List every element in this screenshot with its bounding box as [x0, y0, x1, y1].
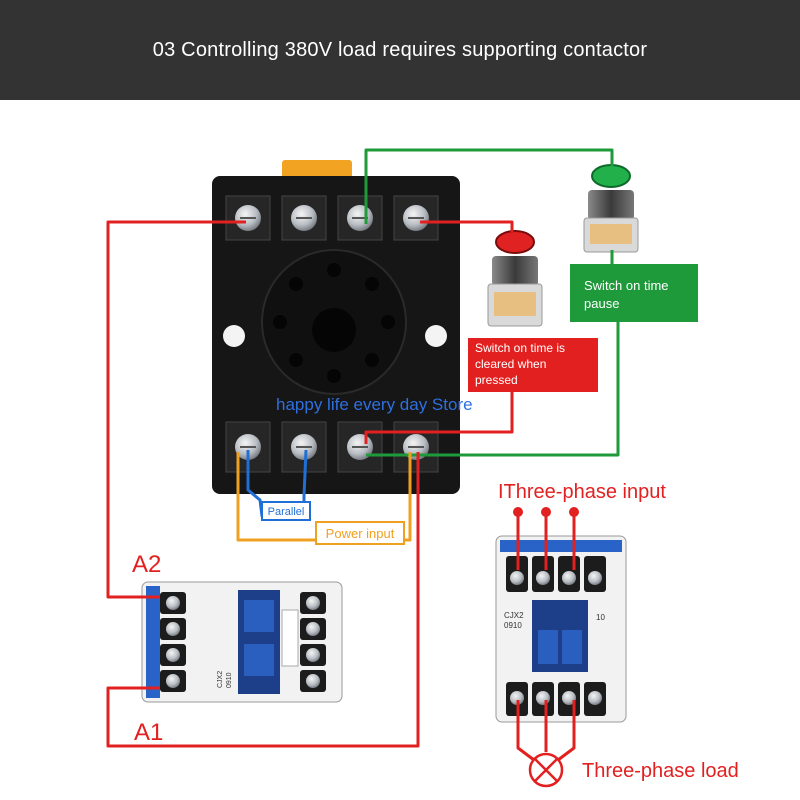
screw-icon — [588, 691, 602, 705]
svg-text:0910: 0910 — [226, 672, 233, 688]
red-wire-a2 — [106, 220, 246, 599]
store-watermark: happy life every day Store — [276, 395, 473, 414]
green-wire-top — [364, 148, 614, 224]
screw-icon — [588, 571, 602, 585]
mount-hole — [425, 325, 447, 347]
screw-icon — [306, 596, 320, 610]
switch-pause-label-line1: Switch on time — [584, 278, 669, 293]
wiring-diagram: Switch on time pause Switch on time is c… — [106, 148, 739, 788]
screw-icon — [306, 674, 320, 688]
load-wire-1 — [516, 700, 535, 762]
screw-icon — [510, 571, 524, 585]
green-button-icon — [591, 164, 631, 188]
header-banner: 03 Controlling 380V load requires suppor… — [0, 0, 800, 100]
coil-terminal-a1: A1 — [134, 719, 163, 746]
red-wire-top — [420, 220, 514, 232]
main-contactor: CJX2 0910 10 — [495, 535, 627, 723]
main-contactor-aux: 10 — [596, 613, 605, 622]
screw-icon — [510, 691, 524, 705]
load-wire-3 — [557, 700, 576, 762]
green-wire-bottom — [366, 322, 620, 457]
switch-pause-label-box — [570, 264, 698, 322]
red-push-button — [487, 230, 543, 327]
screw-icon — [166, 596, 180, 610]
timer-relay-socket — [212, 160, 460, 494]
relay-pin-holes — [273, 263, 395, 383]
three-phase-load-label: Three-phase load — [582, 760, 739, 782]
screw-icon — [562, 571, 576, 585]
coil-terminal-a2: A2 — [132, 551, 161, 578]
relay-orange-tab — [282, 160, 352, 180]
main-contactor-model: CJX2 — [504, 611, 524, 620]
red-wire-a1 — [106, 452, 420, 748]
switch-clear-label-box — [468, 338, 598, 392]
parallel-label: Parallel — [268, 506, 305, 518]
coil-contactor: CJX2 0910 — [141, 581, 343, 703]
screw-icon — [166, 622, 180, 636]
red-button-icon — [495, 230, 535, 254]
switch-clear-label-line2: cleared when — [475, 357, 546, 371]
three-phase-input-label: IThree-phase input — [498, 481, 666, 503]
svg-text:0910: 0910 — [504, 621, 522, 630]
screw-icon — [166, 674, 180, 688]
green-push-button — [583, 164, 639, 253]
screw-icon — [306, 648, 320, 662]
top-terminal-row — [225, 195, 439, 241]
parallel-label-box — [261, 501, 311, 521]
three-phase-load-icon — [528, 752, 564, 788]
red-wire-bottom — [364, 392, 514, 444]
power-input-label-box — [315, 521, 405, 545]
screw-icon — [306, 622, 320, 636]
power-input-label: Power input — [326, 526, 395, 541]
coil-contactor-model: CJX2 — [217, 671, 224, 688]
screw-icon — [536, 571, 550, 585]
mount-hole — [223, 325, 245, 347]
screw-icon — [166, 648, 180, 662]
page-title: 03 Controlling 380V load requires suppor… — [152, 38, 648, 61]
switch-clear-label-line1: Switch on time is — [475, 341, 565, 355]
switch-pause-label-line2: pause — [584, 296, 619, 311]
switch-clear-label-line3: pressed — [475, 373, 518, 387]
relay-socket-center — [312, 308, 356, 352]
screw-icon — [536, 691, 550, 705]
wires — [106, 148, 620, 762]
